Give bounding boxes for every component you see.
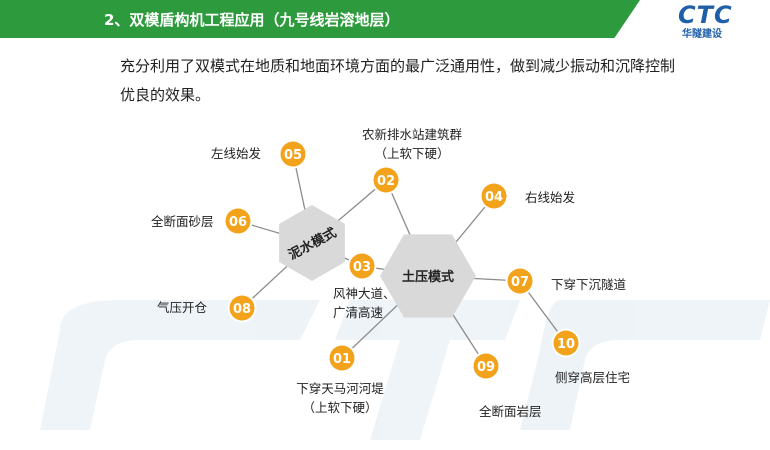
company-logo: CTC 华隧建设 <box>672 1 762 40</box>
node-circle <box>373 167 399 193</box>
node-circle <box>507 268 533 294</box>
intro-text: 充分利用了双模式在地质和地面环境方面的最广泛通用性，做到减少振动和沉降控制优良的… <box>120 57 676 104</box>
node-number: 04 <box>485 190 503 205</box>
node-label: 下穿天马河河堤 <box>296 381 384 396</box>
node-label: （上软下硬） <box>374 146 449 161</box>
node-04: 04 <box>479 181 509 211</box>
node-number: 03 <box>353 260 371 275</box>
logo-text: CTC <box>678 1 733 29</box>
node-circle <box>349 253 375 279</box>
node-circle <box>280 141 306 167</box>
mode-hexagon-slurry: 泥水模式 <box>279 205 345 281</box>
node-01: 01 <box>327 343 357 373</box>
node-circle <box>481 183 507 209</box>
node-02: 02 <box>371 165 401 195</box>
node-09: 09 <box>471 351 501 381</box>
node-label: 农新排水站建筑群 <box>362 127 463 142</box>
node-label: 全断面砂层 <box>151 214 214 229</box>
node-number: 09 <box>477 360 495 375</box>
node-08: 08 <box>227 293 257 323</box>
mode-label: 土压模式 <box>402 269 454 285</box>
node-circle <box>329 345 355 371</box>
hexagon-shape <box>380 234 476 318</box>
node-label: 左线始发 <box>211 146 262 161</box>
node-number: 05 <box>284 148 302 163</box>
node-circle <box>553 330 579 356</box>
node-number: 02 <box>377 174 395 189</box>
logo-subtext: 华隧建设 <box>682 29 722 40</box>
node-number: 08 <box>233 302 251 317</box>
node-number: 06 <box>229 215 247 230</box>
node-label: 风神大道、 <box>333 286 396 301</box>
node-03: 03 <box>347 251 377 281</box>
node-06: 06 <box>223 206 253 236</box>
node-label: 侧穿高层住宅 <box>555 370 630 385</box>
node-label: 下穿下沉隧道 <box>551 277 627 292</box>
mode-hexagon-epb: 土压模式 <box>380 234 476 318</box>
node-label: 气压开仓 <box>157 300 208 315</box>
hexagon-shape <box>279 205 345 281</box>
node-number: 10 <box>557 337 575 352</box>
header-bar <box>0 0 640 38</box>
node-circle <box>225 208 251 234</box>
node-label: （上软下硬） <box>302 400 377 415</box>
node-number: 01 <box>333 352 351 367</box>
node-label: 右线始发 <box>525 190 576 205</box>
node-circle <box>229 295 255 321</box>
node-circle <box>473 353 499 379</box>
node-10: 10 <box>551 328 581 358</box>
header-banner: 2、双模盾构机工程应用（九号线岩溶地层） CTC 华隧建设 <box>0 0 770 40</box>
node-label: 广清高速 <box>333 305 384 320</box>
node-07: 07 <box>505 266 535 296</box>
node-label: 全断面岩层 <box>479 404 542 419</box>
node-05: 05 <box>278 139 308 169</box>
page-title: 2、双模盾构机工程应用（九号线岩溶地层） <box>104 11 400 29</box>
logo-watermark <box>40 300 770 440</box>
node-number: 07 <box>511 275 529 290</box>
